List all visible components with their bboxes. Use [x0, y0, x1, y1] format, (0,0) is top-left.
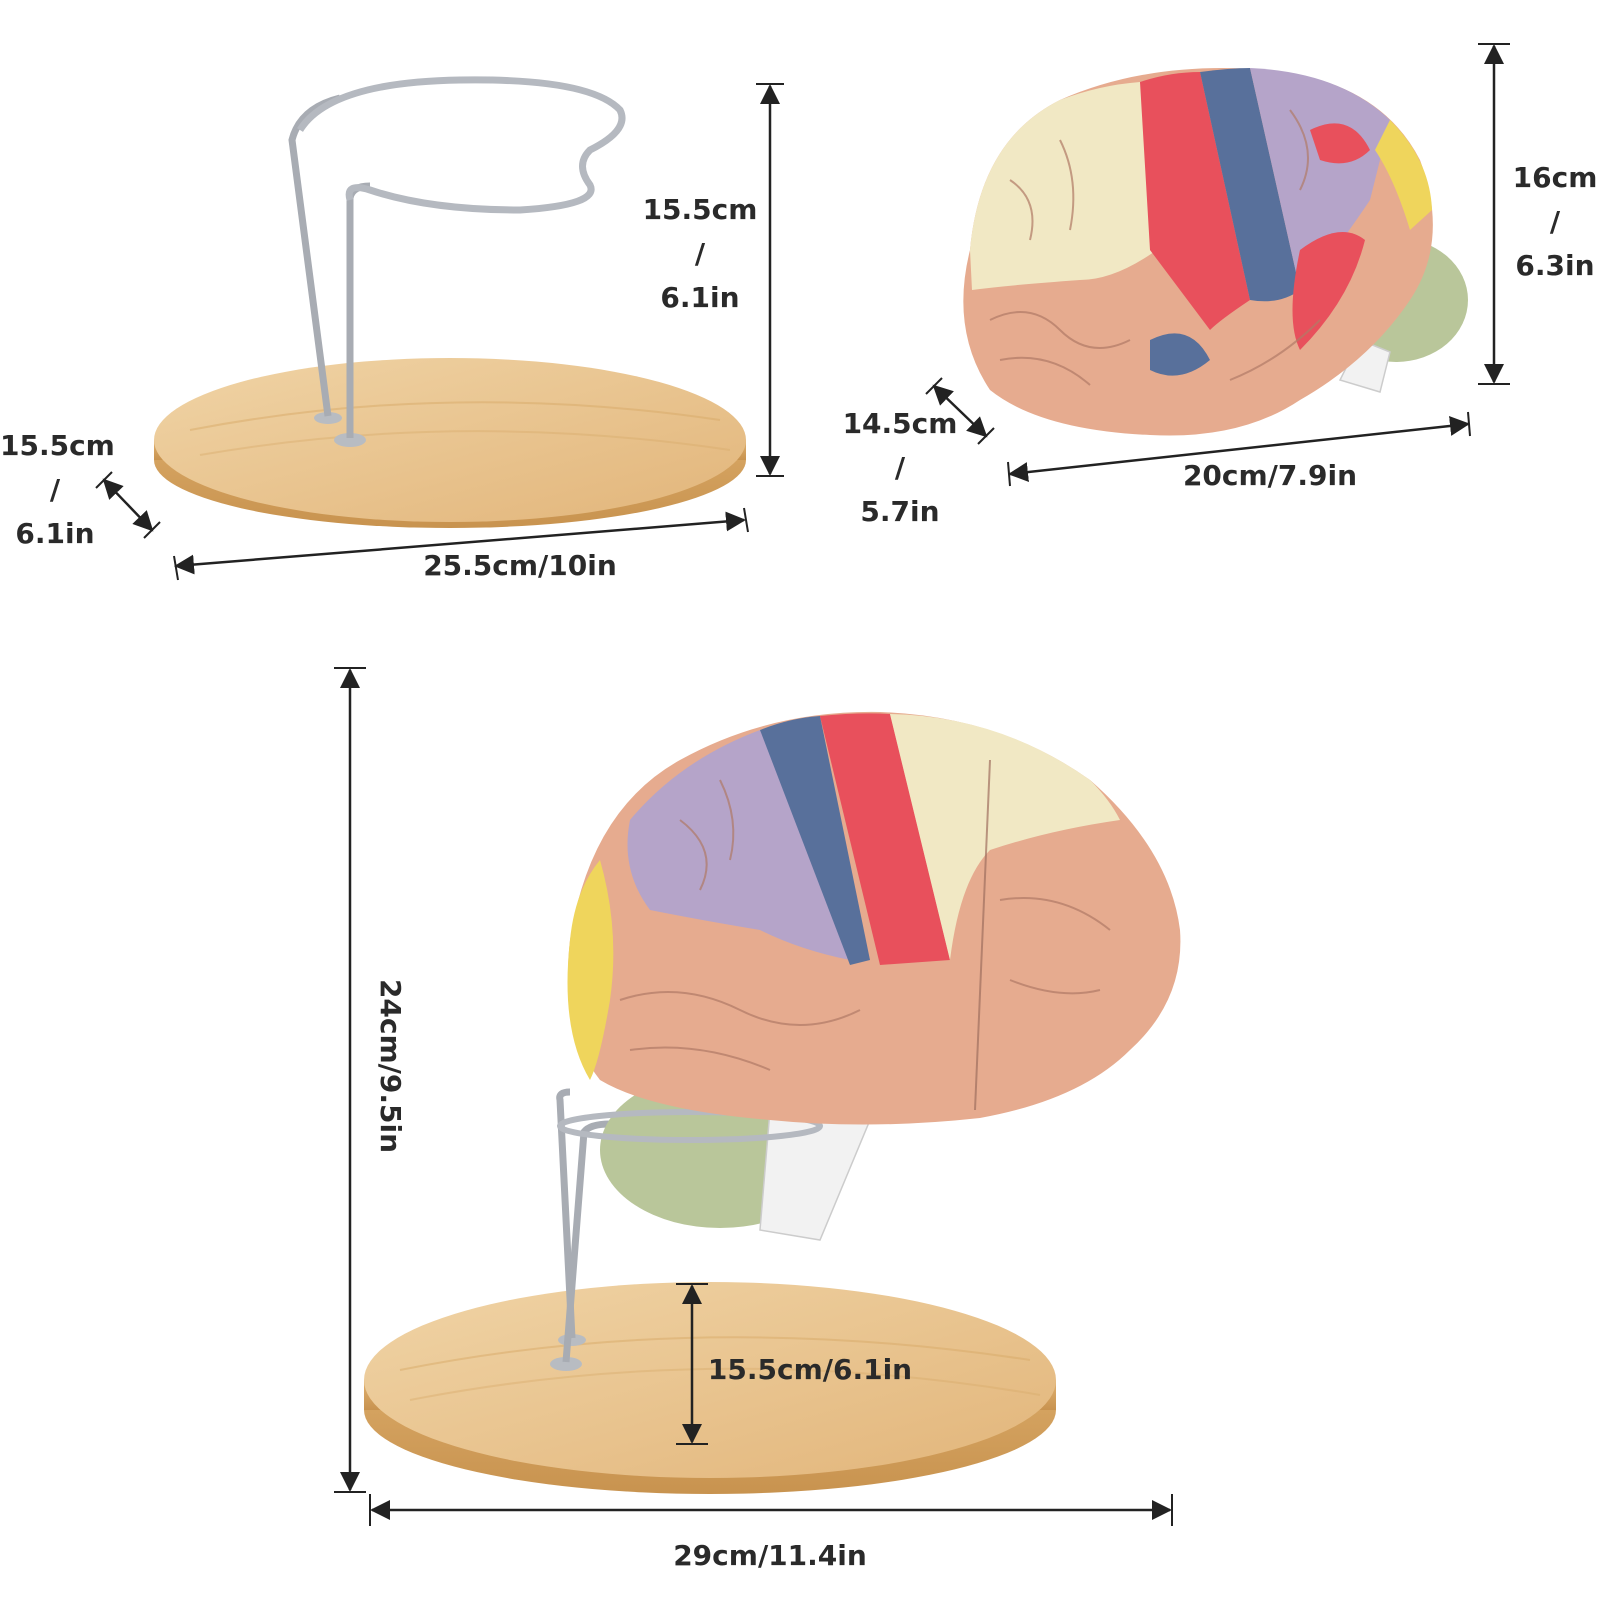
stand-depth-arrow [102, 478, 154, 532]
brain-depth-label: 14.5cm / 5.7in [842, 407, 958, 528]
stand-base-top [154, 358, 746, 522]
stand-illustration [154, 76, 746, 528]
brain-height-label: 16cm / 6.3in [1512, 161, 1598, 282]
brain-side-illustration [963, 68, 1468, 436]
brain-depth-arrow [932, 384, 988, 438]
stand-depth-label: 15.5cm / 6.1in [0, 429, 115, 550]
assembled-rod [556, 1088, 576, 1339]
stand-ring [297, 76, 626, 214]
assembled-illustration [364, 711, 1181, 1494]
assembled-base-top [364, 1282, 1056, 1478]
assembled-frontal-lobe [890, 714, 1120, 960]
assembled-height-label: 24cm/9.5in [374, 978, 407, 1154]
stand-width-label: 25.5cm/10in [423, 549, 617, 582]
brain-width-arrow [1008, 416, 1470, 482]
brain-frontal-lobe [970, 82, 1170, 290]
brain-occipital-lobe [1375, 120, 1432, 230]
assembled-motor-cortex [820, 713, 950, 965]
brain-sensory-cortex [1200, 68, 1300, 302]
brain-motor-cortex [1140, 72, 1250, 330]
brain-parietal-lobe [1250, 68, 1390, 290]
assembled-base-depth-label: 15.5cm/6.1in [707, 1353, 913, 1386]
stand-width-arrow [174, 511, 746, 575]
assembled-width-label: 29cm/11.4in [673, 1539, 867, 1572]
assembled-sensory-cortex [760, 716, 870, 965]
assembled-occipital-lobe [567, 860, 614, 1080]
stand-height-label: 15.5cm / 6.1in [642, 193, 758, 314]
brain-width-label: 20cm/7.9in [1182, 459, 1358, 492]
